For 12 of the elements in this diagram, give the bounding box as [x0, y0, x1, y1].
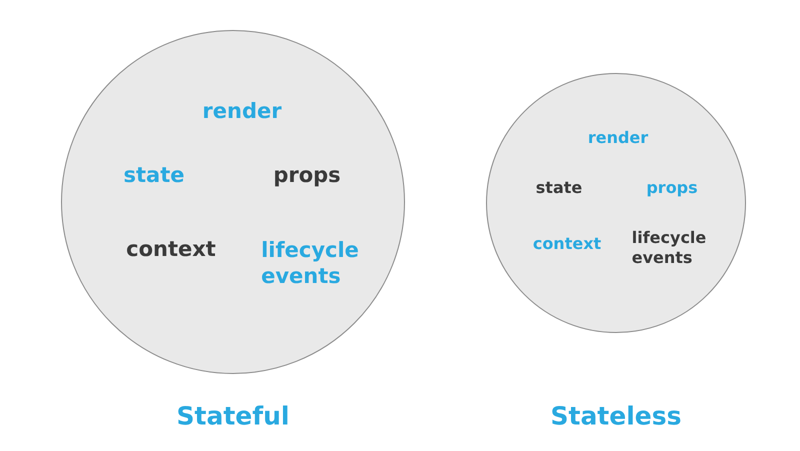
term-label: render	[202, 98, 282, 124]
term-label: context	[532, 234, 602, 254]
term-label: state	[124, 162, 184, 188]
term-label: render	[588, 128, 648, 148]
term-label: context	[126, 236, 216, 262]
node-label: Stateful	[176, 402, 290, 430]
term-label: lifecycle events	[632, 228, 706, 268]
term-label: props	[646, 178, 698, 198]
term-label: lifecycle events	[261, 236, 359, 290]
node-label: Stateless	[550, 402, 682, 430]
term-label: state	[536, 178, 582, 198]
term-label: props	[273, 162, 341, 188]
